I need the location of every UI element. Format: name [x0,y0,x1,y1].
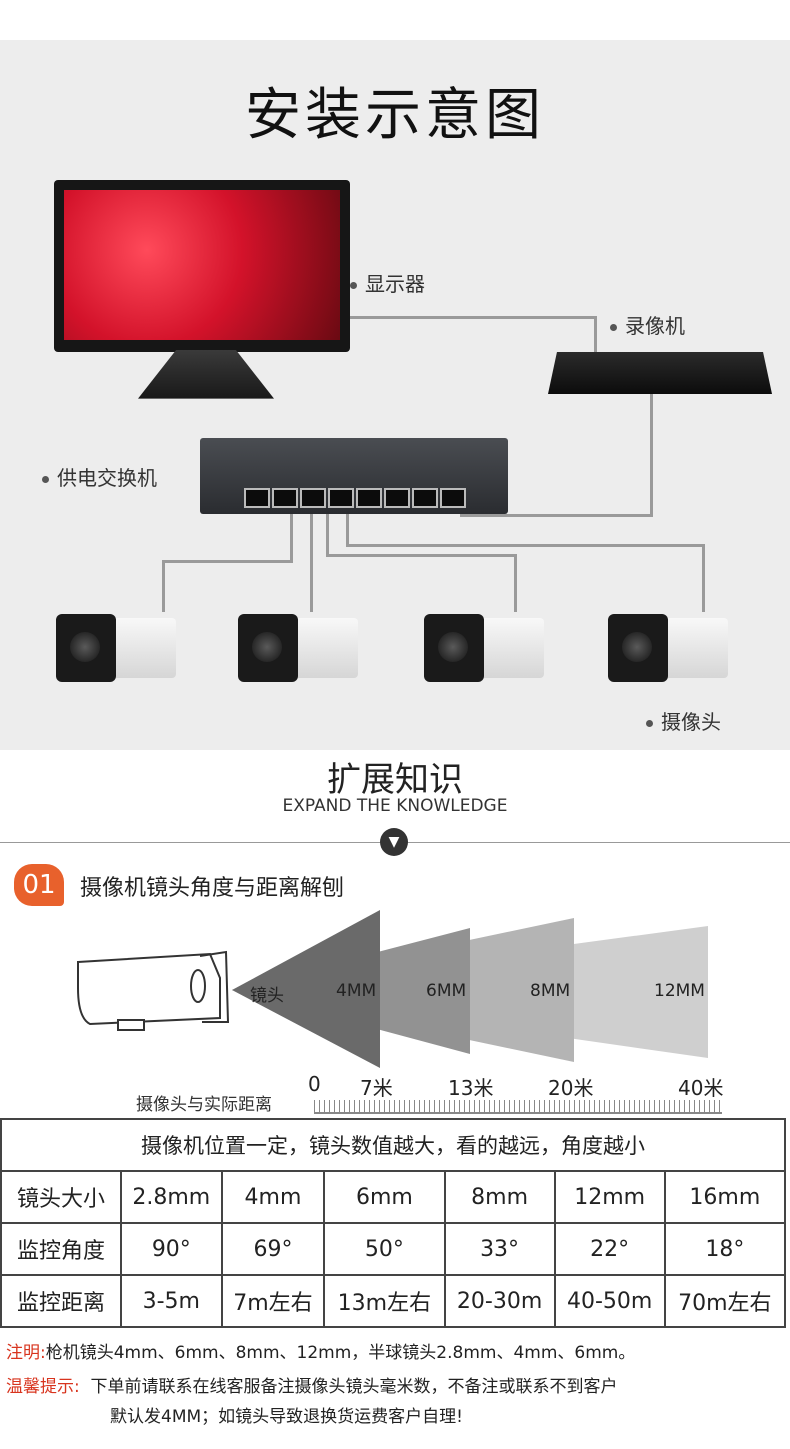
wire-cam1-v [162,560,165,612]
switch-port [328,488,354,508]
label-monitor-text: 显示器 [365,272,425,296]
wire-cam3-h [326,554,516,557]
ruler-mark: 13米 [448,1076,494,1100]
label-camera: 摄像头 [646,706,721,735]
monitor-screen [64,190,340,340]
label-nvr: 录像机 [610,310,685,339]
lens-size-label: 4MM [336,981,377,1001]
ruler-mark: 20米 [548,1076,594,1100]
row-label: 监控角度 [0,1222,122,1276]
bullet-icon [610,324,617,331]
wire-nvr-drop [594,316,597,354]
table-row: 镜头大小 2.8mm 4mm 6mm 8mm 12mm 16mm [0,1170,787,1224]
switch-port [300,488,326,508]
table-cell: 22° [553,1222,666,1276]
table-cell: 50° [323,1222,446,1276]
table-cell: 40-50m [553,1274,666,1328]
note-label: 注明: [6,1343,46,1363]
wire-cam2 [310,500,313,612]
section-number-badge: 01 [14,864,64,906]
ruler-mark: 0 [308,1072,321,1096]
camera-image [36,606,176,686]
lens-size-label: 6MM [426,981,467,1001]
table-row: 监控距离 3-5m 7m左右 13m左右 20-30m 40-50m 70m左右 [0,1274,787,1328]
lens-word-label: 镜头 [250,986,284,1006]
table-cell: 16mm [663,1170,787,1224]
switch-port [412,488,438,508]
section-title: 摄像机镜头角度与距离解刨 [80,876,345,901]
lens-icon [252,632,282,662]
knowledge-subtitle: EXPAND THE KNOWLEDGE [282,796,508,816]
ruler-mark: 7米 [360,1076,393,1100]
camera-image [404,606,544,686]
tip-text-2: 默认发4MM；如镜头导致退换货运费客户自理! [110,1407,463,1427]
nvr-image [548,352,772,394]
table-cell: 33° [443,1222,556,1276]
tip-text-1: 下单前请联系在线客服备注摄像头镜头毫米数，不备注或联系不到客户 [90,1377,618,1397]
lens-icon [438,632,468,662]
note-text: 枪机镜头4mm、6mm、8mm、12mm，半球镜头2.8mm、4mm、6mm。 [45,1343,636,1363]
field-of-view-graphic [232,910,708,1068]
table-cell: 90° [120,1222,223,1276]
lens-spec-table: 摄像机位置一定，镜头数值越大，看的越远，角度越小 镜头大小 2.8mm 4mm … [0,1118,787,1328]
label-nvr-text: 录像机 [625,314,685,338]
wire-nvr-down [650,394,653,516]
note-line: 注明:枪机镜头4mm、6mm、8mm、12mm，半球镜头2.8mm、4mm、6m… [6,1338,635,1363]
table-cell: 18° [663,1222,787,1276]
switch-port [244,488,270,508]
table-header: 摄像机位置一定，镜头数值越大，看的越远，角度越小 [0,1118,786,1172]
lens-icon [70,632,100,662]
wire-cam4-v [702,544,705,612]
knowledge-title: 扩展知识 [327,760,463,800]
table-cell: 13m左右 [323,1274,446,1328]
wire-nvr-switch [460,514,653,517]
bullet-icon [646,720,653,727]
table-cell: 20-30m [443,1274,556,1328]
wire-port-3 [326,500,329,556]
table-cell: 8mm [443,1170,556,1224]
row-label: 镜头大小 [0,1170,122,1224]
table-cell: 12mm [553,1170,666,1224]
label-switch: 供电交换机 [42,462,157,491]
label-switch-text: 供电交换机 [57,466,157,490]
switch-port [384,488,410,508]
tip-line: 温馨提示: 下单前请联系在线客服备注摄像头镜头毫米数，不备注或联系不到客户 [6,1372,618,1397]
table-cell: 7m左右 [220,1274,326,1328]
camera-image [218,606,358,686]
wire-port-4 [346,500,349,546]
tip-label: 温馨提示: [6,1377,80,1397]
lens-size-label: 8MM [530,981,571,1001]
row-label: 监控距离 [0,1274,122,1328]
table-cell: 69° [220,1222,326,1276]
distance-ruler [314,1100,722,1114]
table-cell: 3-5m [120,1274,223,1328]
table-row: 监控角度 90° 69° 50° 33° 22° 18° [0,1222,787,1276]
camera-image [588,606,728,686]
wire-cam1-h [162,560,293,563]
lens-size-label: 12MM [654,981,705,1001]
table-cell: 6mm [323,1170,446,1224]
switch-port [440,488,466,508]
diagram-title: 安装示意图 [245,83,545,148]
bullet-icon [350,282,357,289]
down-arrow-circle-icon: ▼ [380,828,408,856]
wire-monitor-nvr [348,316,596,319]
lens-icon [622,632,652,662]
wire-cam4-h [346,544,704,547]
label-monitor: 显示器 [350,268,425,297]
table-cell: 4mm [220,1170,326,1224]
ruler-label: 摄像头与实际距离 [136,1095,272,1115]
camera-outline-drawing [77,950,230,1031]
switch-port [272,488,298,508]
table-cell: 70m左右 [663,1274,787,1328]
switch-port [356,488,382,508]
wire-port-1 [290,500,293,562]
bullet-icon [42,476,49,483]
wire-cam3-v [514,554,517,612]
ruler-mark: 40米 [678,1076,724,1100]
table-cell: 2.8mm [120,1170,223,1224]
label-camera-text: 摄像头 [661,710,721,734]
